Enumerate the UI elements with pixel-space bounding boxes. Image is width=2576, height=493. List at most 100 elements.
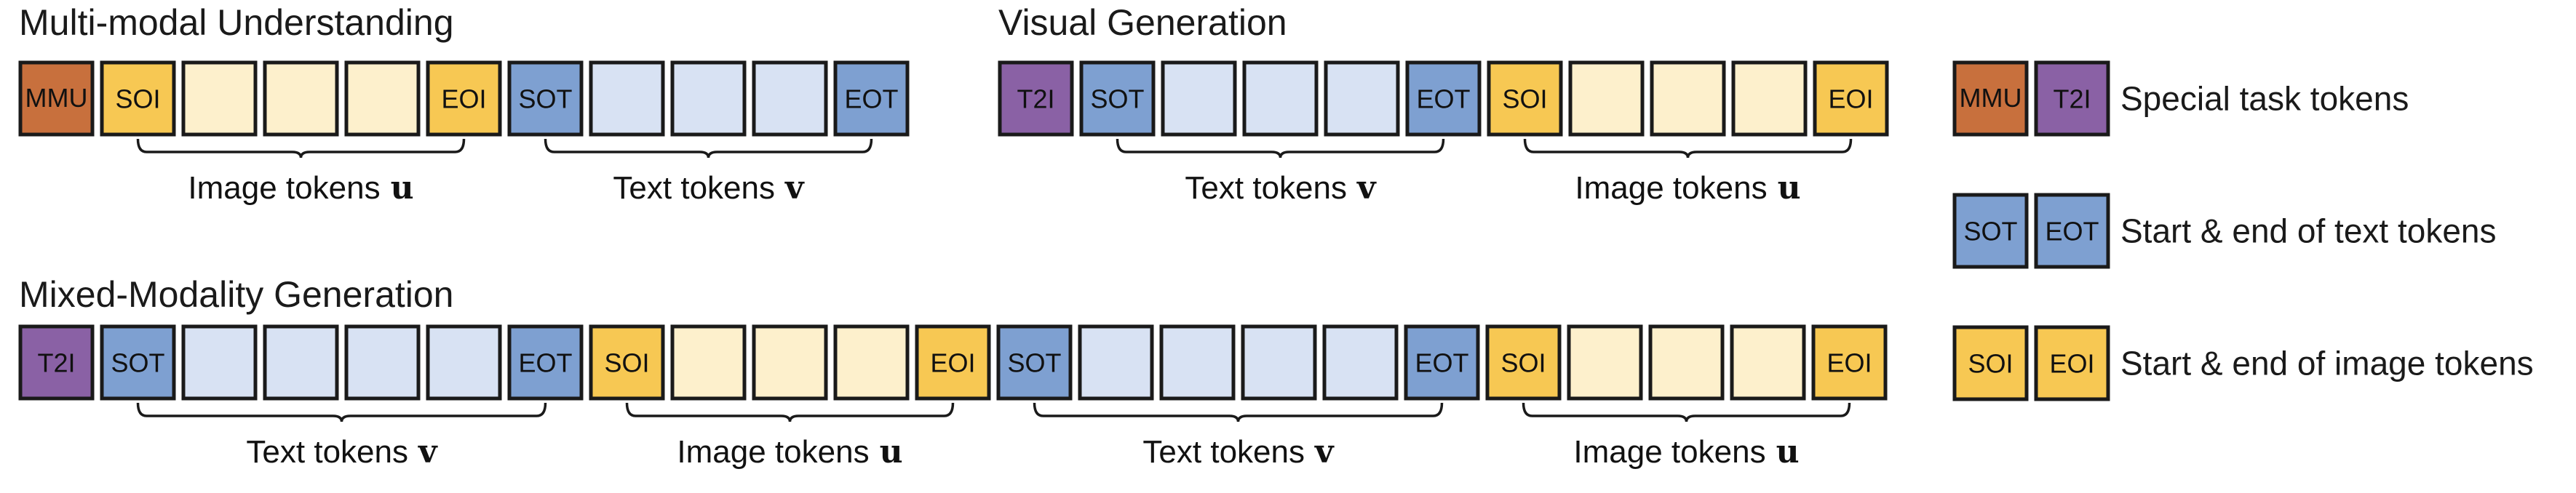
token-image-special-box: [426, 60, 502, 137]
token-image-special-box: [1487, 60, 1563, 137]
brace-variable: v: [418, 433, 438, 470]
token-image-token-box: [1568, 60, 1645, 137]
token-text-special-label: EOT: [518, 348, 572, 377]
token-text-token-box: [752, 60, 828, 137]
legend-row: SOT EOT Start & end of text tokens: [1952, 193, 2497, 269]
brace-image-tokens: [136, 138, 466, 159]
token-text-token-box: [1242, 60, 1319, 137]
token-image-special-box: [100, 60, 176, 137]
token-text-special-box: [1079, 60, 1156, 137]
token-text-token-box: [1161, 60, 1237, 137]
token-text-token-box: [589, 60, 665, 137]
multimodal-understanding-title: Multi-modal Understanding: [19, 2, 454, 43]
token-text-token-box: [344, 324, 421, 401]
brace-variable: v: [1314, 433, 1335, 470]
brace-variable: u: [880, 433, 903, 470]
brace-label-text: Text tokens: [613, 170, 775, 206]
legend-token-T2I-box: [2034, 60, 2110, 137]
token-text-special-box: [507, 60, 584, 137]
token-image-special-label: SOI: [1502, 84, 1547, 113]
brace-label-text: Text tokens: [246, 434, 408, 470]
token-image-token-box: [670, 324, 747, 401]
brace-label: Image tokens u: [1573, 433, 1799, 470]
token-text-special-box: [833, 60, 910, 137]
token-text-token-box: [670, 60, 747, 137]
brace-text-tokens: [1033, 402, 1444, 422]
legend-token-image-special-label: EOI: [2049, 348, 2094, 378]
token-text-token-box: [181, 324, 258, 401]
token-text-token-box: [263, 324, 339, 401]
brace-variable: u: [391, 169, 414, 207]
token-T2I-label: T2I: [37, 348, 75, 377]
visual-generation-title: Visual Generation: [998, 2, 1287, 43]
token-MMU-box: [18, 60, 95, 137]
legend-token-T2I-label: T2I: [2053, 84, 2091, 113]
brace-variable: v: [1356, 169, 1377, 207]
token-image-special-label: EOI: [1826, 348, 1872, 377]
token-image-special-label: EOI: [441, 84, 486, 113]
brace-label: Image tokens u: [677, 433, 902, 470]
legend-token-image-special-box: [2034, 325, 2110, 401]
brace-label-text: Image tokens: [1573, 434, 1765, 470]
legend-token-text-special-label: EOT: [2045, 216, 2099, 246]
legend-token-text-special-label: SOT: [1963, 216, 2017, 246]
token-image-token-box: [1648, 324, 1725, 401]
legend-token-MMU-label: MMU: [1960, 83, 2022, 113]
token-text-special-label: SOT: [518, 84, 572, 113]
token-T2I-box: [18, 324, 95, 401]
token-image-token-box: [1731, 60, 1808, 137]
token-text-special-label: SOT: [111, 348, 164, 377]
token-text-special-label: SOT: [1090, 84, 1144, 113]
token-T2I-box: [998, 60, 1074, 137]
legend-token-text-special-box: [1952, 193, 2029, 269]
token-image-special-box: [1485, 324, 1562, 401]
token-text-special-label: EOT: [844, 84, 898, 113]
token-image-special-label: SOI: [1500, 348, 1546, 377]
brace-image-tokens: [1523, 138, 1853, 159]
brace-image-tokens: [625, 402, 955, 422]
brace-variable: u: [1776, 433, 1800, 470]
token-image-token-box: [181, 60, 258, 137]
token-image-special-box: [1813, 60, 1889, 137]
brace-text-tokens: [136, 402, 547, 422]
legend-token-MMU-box: [1952, 60, 2029, 137]
token-image-special-box: [1811, 324, 1888, 401]
token-image-token-box: [833, 324, 910, 401]
brace-label-text: Image tokens: [677, 434, 869, 470]
brace-text-tokens: [544, 138, 873, 159]
token-MMU-label: MMU: [25, 83, 88, 113]
legend-label: Start & end of text tokens: [2120, 212, 2497, 250]
token-text-token-box: [1324, 60, 1400, 137]
token-image-token-box: [344, 60, 421, 137]
token-image-special-label: SOI: [604, 348, 649, 377]
token-image-token-box: [752, 324, 828, 401]
token-image-special-label: EOI: [930, 348, 975, 377]
token-image-token-box: [263, 60, 339, 137]
token-text-special-label: EOT: [1415, 348, 1468, 377]
token-image-special-box: [589, 324, 665, 401]
brace-variable: u: [1778, 169, 1801, 207]
brace-label: Text tokens v: [246, 433, 438, 470]
brace-label: Image tokens u: [1575, 169, 1800, 207]
token-text-special-box: [507, 324, 584, 401]
token-image-token-box: [1730, 324, 1806, 401]
brace-variable: v: [784, 169, 805, 207]
token-image-special-box: [915, 324, 991, 401]
token-text-token-box: [426, 324, 502, 401]
token-image-special-label: SOI: [115, 84, 160, 113]
token-text-special-box: [996, 324, 1073, 401]
token-text-special-box: [100, 324, 176, 401]
brace-label-text: Image tokens: [1575, 170, 1767, 206]
brace-label-text: Image tokens: [188, 170, 380, 206]
token-image-token-box: [1650, 60, 1726, 137]
token-text-token-box: [1322, 324, 1399, 401]
